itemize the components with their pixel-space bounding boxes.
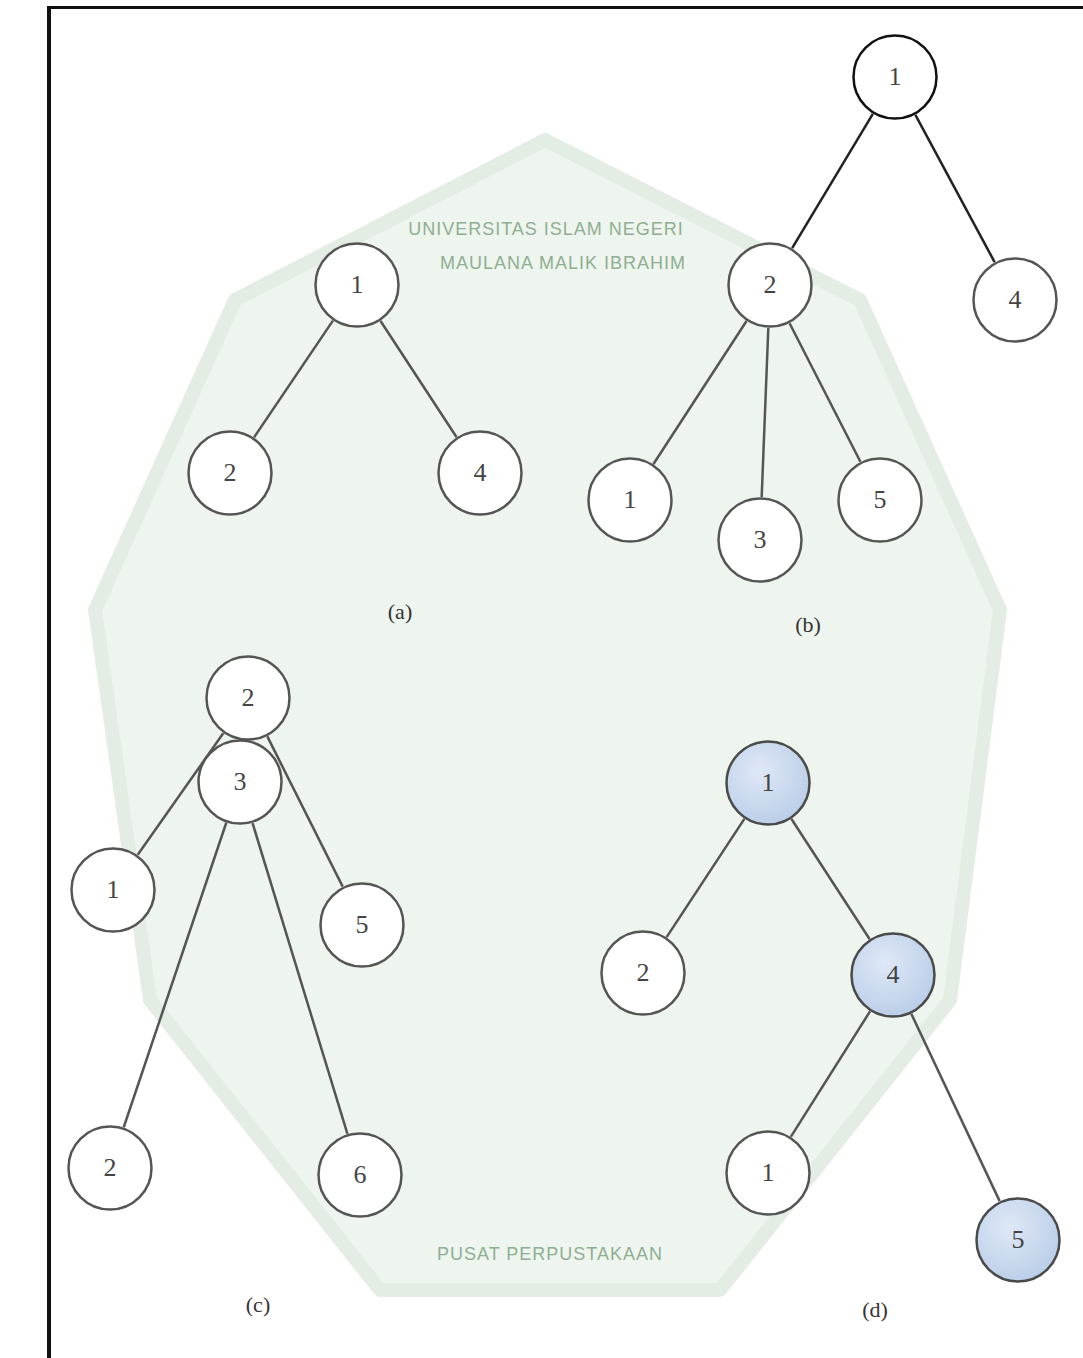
node-number: 2 xyxy=(764,272,777,298)
node-number: 2 xyxy=(224,460,237,486)
node-number: 1 xyxy=(762,770,775,796)
node-number: 1 xyxy=(107,877,120,903)
tree-node: 5 xyxy=(319,882,405,968)
tree-edge xyxy=(790,323,861,461)
watermark-text: UNIVERSITAS ISLAM NEGERI xyxy=(408,220,684,240)
tree-node: 2 xyxy=(205,655,291,741)
node-number: 3 xyxy=(754,527,767,553)
node-number: 1 xyxy=(351,272,364,298)
tree-node: 1 xyxy=(587,457,673,543)
node-number: 6 xyxy=(354,1162,367,1188)
tree-node: 2 xyxy=(600,930,686,1016)
tree-edge xyxy=(791,1011,870,1136)
tree-edge xyxy=(915,115,994,262)
tree-edge xyxy=(254,321,333,438)
watermark-shield xyxy=(95,140,1000,1290)
subfigure-label: (c) xyxy=(246,1293,270,1317)
node-number: 1 xyxy=(762,1160,775,1186)
tree-node: 4 xyxy=(972,257,1058,343)
node-number: 2 xyxy=(104,1155,117,1181)
tree-edge xyxy=(267,736,342,886)
node-number: 3 xyxy=(234,769,247,795)
node-number: 4 xyxy=(1009,287,1022,313)
tree-node: 1 xyxy=(725,740,811,826)
tree-node: 1 xyxy=(852,34,938,120)
subfigure-label: (a) xyxy=(388,600,412,624)
tree-node: 2 xyxy=(187,430,273,516)
tree-node: 1 xyxy=(70,847,156,933)
tree-edge xyxy=(791,819,869,939)
tree-edge xyxy=(653,321,746,464)
tree-node: 3 xyxy=(717,497,803,583)
tree-edge xyxy=(381,321,457,437)
tree-node: 5 xyxy=(975,1197,1061,1283)
tree-node: 1 xyxy=(314,242,400,328)
frame-left-line xyxy=(47,6,51,1358)
tree-node: 4 xyxy=(437,430,523,516)
tree-edge xyxy=(792,114,873,248)
node-number: 5 xyxy=(874,487,887,513)
tree-node: 3 xyxy=(197,739,283,825)
tree-node: 2 xyxy=(67,1125,153,1211)
node-number: 4 xyxy=(474,460,487,486)
node-number: 2 xyxy=(242,685,255,711)
tree-node: 4 xyxy=(850,932,936,1018)
watermark-text: PUSAT PERPUSTAKAAN xyxy=(437,1245,663,1265)
tree-node: 1 xyxy=(725,1130,811,1216)
node-number: 2 xyxy=(637,960,650,986)
tree-edge xyxy=(667,819,745,937)
tree-node: 5 xyxy=(837,457,923,543)
node-number: 1 xyxy=(624,487,637,513)
tree-edge xyxy=(911,1014,999,1201)
subfigure-label: (d) xyxy=(862,1298,888,1322)
node-number: 1 xyxy=(889,64,902,90)
subfigure-label: (b) xyxy=(795,613,821,637)
tree-node: 2 xyxy=(727,242,813,328)
watermark-text: MAULANA MALIK IBRAHIM xyxy=(440,254,686,274)
tree-edge xyxy=(762,328,769,497)
node-number: 4 xyxy=(887,962,900,988)
frame-top-line xyxy=(47,6,1083,9)
tree-edge xyxy=(253,823,348,1134)
tree-node: 6 xyxy=(317,1132,403,1218)
node-number: 5 xyxy=(1012,1227,1025,1253)
node-number: 5 xyxy=(356,912,369,938)
